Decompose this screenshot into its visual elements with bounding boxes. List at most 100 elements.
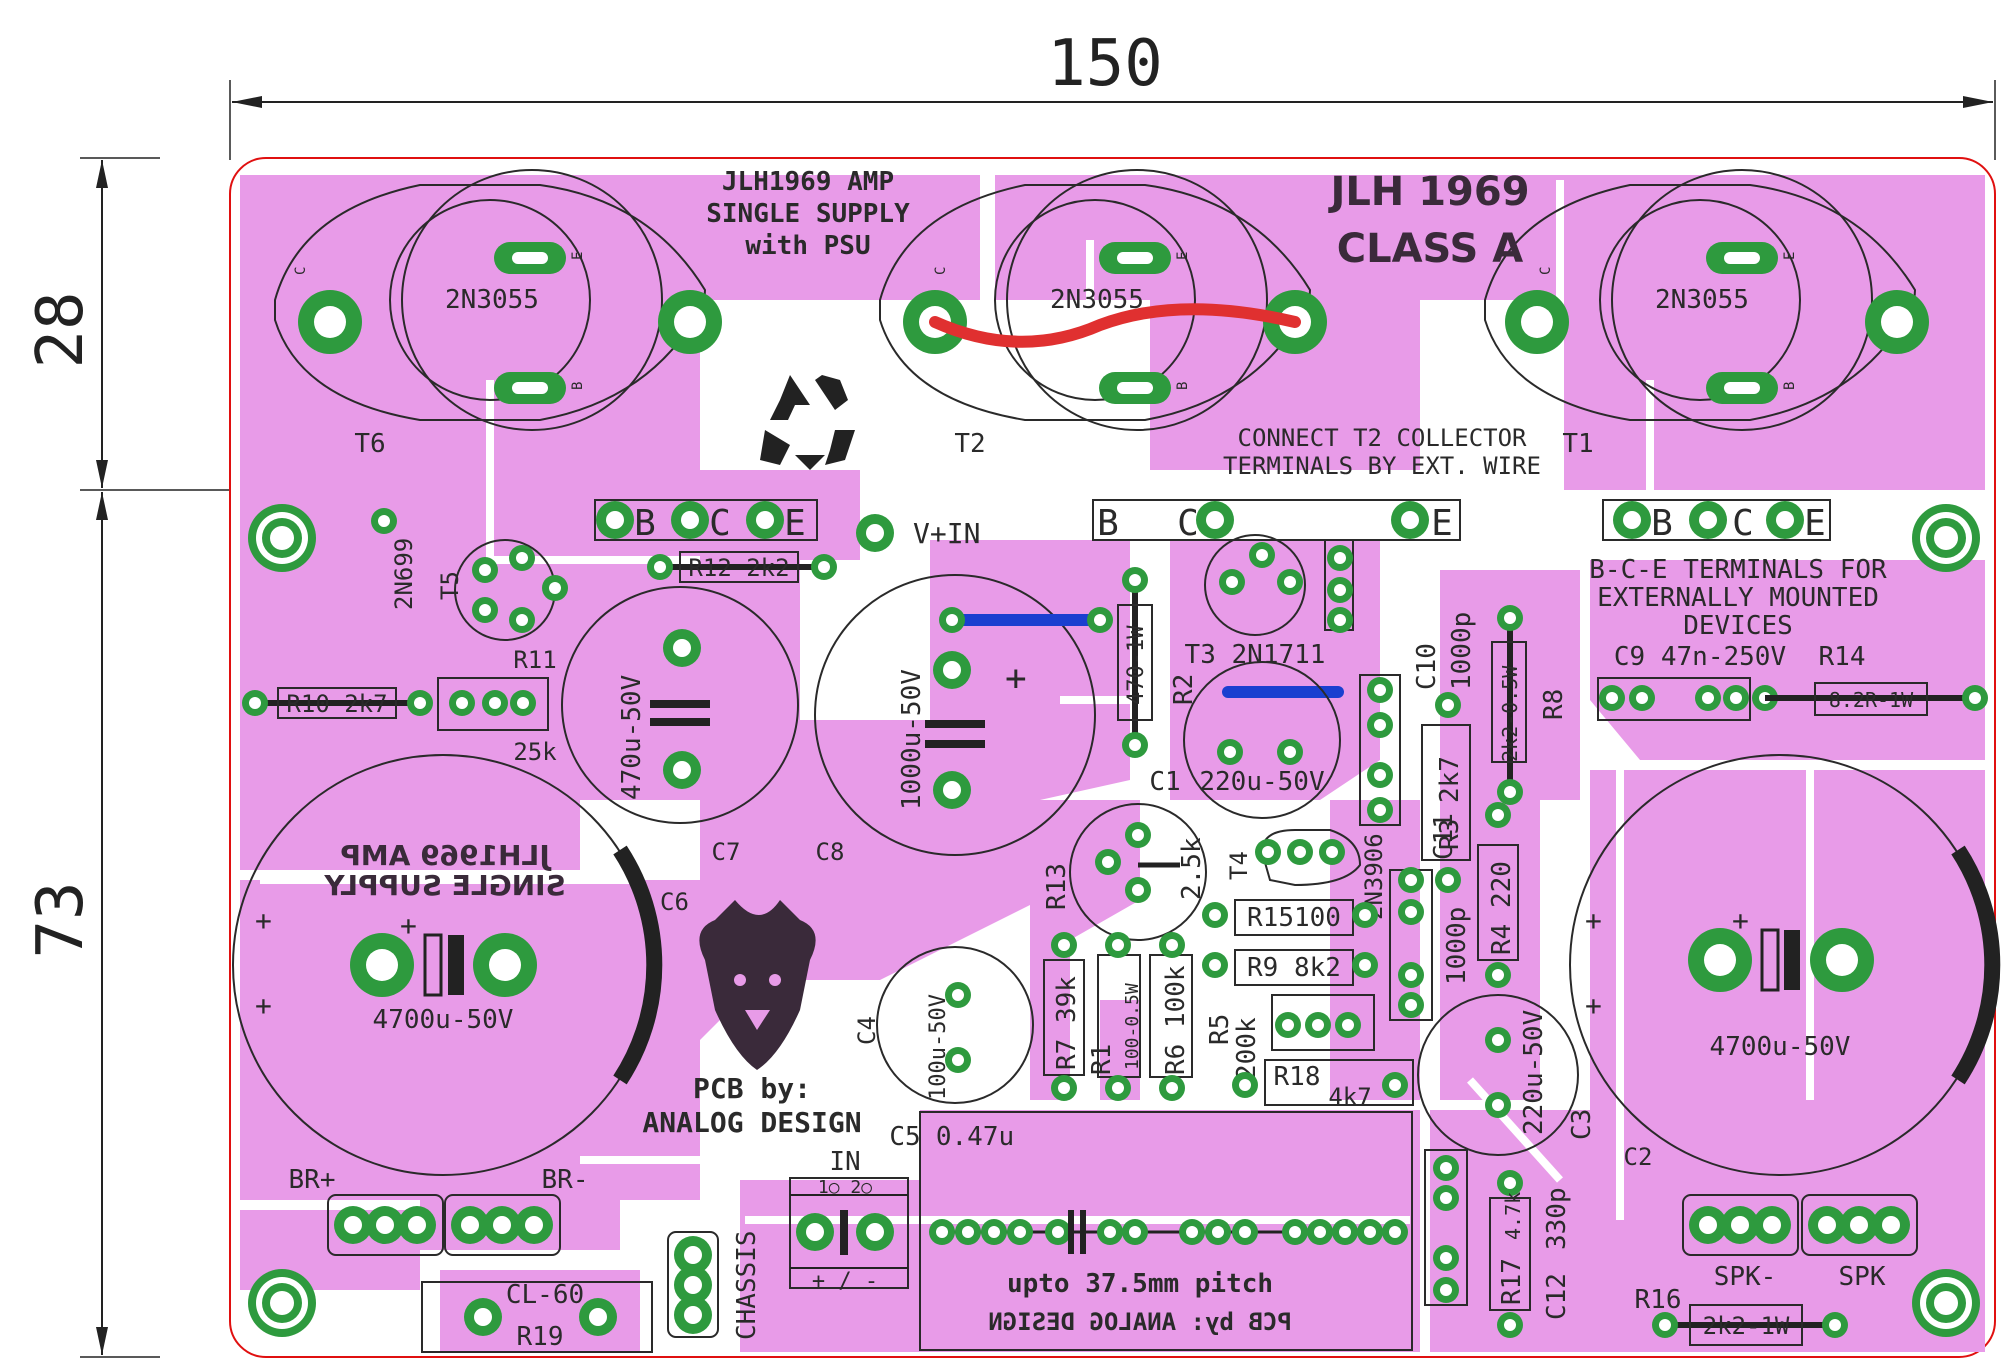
svg-text:R4 220: R4 220 [1487, 861, 1517, 955]
svg-text:R10 2k7: R10 2k7 [286, 690, 387, 718]
resistor-r15: R15100 [1202, 899, 1378, 936]
transistor-t2: 2N3055 T2 C E B [879, 169, 1327, 459]
svg-text:2.5k: 2.5k [1177, 837, 1207, 900]
resistor-r2: 470-1W R2 [1117, 567, 1199, 758]
svg-text:R19: R19 [517, 1322, 564, 1352]
capacitor-c6: + + + JLH1969 AMP SINGLE SUPPLY 4700u-50… [232, 754, 689, 1176]
svg-text:470u-50V: 470u-50V [617, 675, 647, 800]
svg-text:BR-: BR- [542, 1165, 589, 1195]
svg-text:R12 2k2: R12 2k2 [688, 554, 789, 582]
svg-text:8.2R-1W: 8.2R-1W [1829, 688, 1914, 712]
t2-part: 2N3055 [1050, 285, 1144, 315]
transistor-t5: 2N699 T5 [390, 538, 568, 641]
bce-terminal-middle[interactable]: B C E [1092, 499, 1461, 544]
test-pad [371, 508, 397, 534]
svg-text:+: + [1585, 904, 1602, 937]
dimension-width-label: 150 [1047, 27, 1163, 101]
mount-hole-1 [248, 504, 316, 572]
resistor-r1: R1 100-0.5W [1087, 932, 1143, 1101]
chassis-connector[interactable]: CHASSIS [667, 1230, 762, 1340]
mount-hole-4 [1912, 1269, 1980, 1337]
svg-text:R15100: R15100 [1247, 903, 1341, 933]
bce-terminal-right[interactable]: B C E [1602, 499, 1831, 544]
capacitor-c8: + 1000u-50V C8 [814, 574, 1113, 866]
svg-text:+: + [255, 989, 272, 1022]
note-t2-line1: CONNECT T2 COLLECTOR [1238, 424, 1528, 452]
svg-text:R7 39k: R7 39k [1052, 976, 1082, 1070]
input-connector[interactable]: IN 1○ 2○ + / - [789, 1147, 909, 1294]
svg-text:C: C [1732, 503, 1754, 544]
svg-text:+: + [400, 909, 417, 942]
vin-terminal[interactable]: V+IN [856, 514, 980, 552]
svg-text:C5: C5 [889, 1122, 920, 1152]
resistor-r10: R10 2k7 [242, 687, 433, 719]
svg-text:4700u-50V: 4700u-50V [373, 1005, 514, 1035]
transistor-t4: T4 2N3906 [1225, 829, 1388, 920]
svg-text:R16: R16 [1635, 1285, 1682, 1315]
svg-text:R9 8k2: R9 8k2 [1247, 953, 1341, 983]
resistor-r16: R16 2k2-1W [1635, 1285, 1848, 1346]
svg-text:B: B [634, 503, 656, 544]
trimmer-r5: R5 200k [1205, 994, 1375, 1080]
svg-text:C: C [1538, 267, 1554, 275]
recycle-icon [760, 375, 855, 470]
dimension-bottom-height-label: 73 [24, 881, 98, 958]
svg-text:+: + [1585, 989, 1602, 1022]
svg-text:upto 37.5mm pitch: upto 37.5mm pitch [1007, 1269, 1273, 1299]
note-t2-line2: TERMINALS BY EXT. WIRE [1223, 452, 1541, 480]
svg-text:SPK-: SPK- [1714, 1262, 1777, 1292]
note-bce-line3: DEVICES [1683, 611, 1793, 641]
resistor-r9: R9 8k2 [1202, 949, 1378, 986]
svg-text:R2: R2 [1169, 674, 1199, 705]
capacitor-c5: C5 0.47u upto 37.5mm pitch PCB by: ANALO… [889, 1111, 1413, 1351]
svg-text:C11: C11 [1429, 813, 1459, 860]
t1-part: 2N3055 [1655, 285, 1749, 315]
capacitor-c4: C4 100u-50V [853, 946, 1034, 1104]
svg-text:C8: C8 [816, 838, 845, 866]
svg-text:R8: R8 [1539, 689, 1569, 720]
transistor-t3: T3 2N1711 [1185, 534, 1354, 698]
svg-text:B: B [1097, 503, 1119, 544]
speaker-minus-connector[interactable]: SPK- [1682, 1194, 1799, 1292]
svg-text:C2: C2 [1624, 1143, 1653, 1171]
capacitor-c1: 220u-50V C1 [1149, 661, 1341, 819]
svg-text:C3: C3 [1567, 1109, 1597, 1140]
svg-text:1○ 2○: 1○ 2○ [818, 1177, 872, 1198]
capacitor-c12: C12 330p [1424, 1149, 1572, 1320]
svg-text:E: E [1431, 503, 1453, 544]
svg-text:B: B [1175, 382, 1191, 390]
svg-text:1000p: 1000p [1442, 907, 1472, 985]
svg-text:25k: 25k [513, 738, 557, 766]
bridge-plus-connector[interactable]: BR+ [289, 1165, 444, 1256]
svg-text:T5: T5 [436, 571, 464, 600]
svg-text:+: + [1732, 904, 1749, 937]
svg-text:1000u-50V: 1000u-50V [897, 669, 927, 810]
svg-text:+ / -: + / - [812, 1269, 878, 1294]
speaker-plus-connector[interactable]: SPK [1801, 1194, 1918, 1292]
svg-text:E: E [570, 252, 586, 260]
svg-text:1000p: 1000p [1447, 612, 1477, 690]
svg-text:R3 2k7: R3 2k7 [1435, 756, 1465, 850]
capacitor-c3: 220u-50V C3 [1417, 994, 1597, 1156]
bce-terminal-left[interactable]: B C E [594, 499, 818, 544]
mirror-label-line1: JLH1969 AMP [340, 839, 551, 872]
svg-text:C: C [1177, 503, 1199, 544]
t1-ref: T1 [1562, 429, 1593, 459]
svg-text:E: E [1175, 252, 1191, 260]
thermistor-r19: CL-60 R19 [421, 1280, 653, 1353]
resistor-r18: R18 4k7 [1232, 1059, 1414, 1111]
svg-text:C10: C10 [1412, 643, 1442, 690]
subtitle-line3: with PSU [745, 231, 870, 261]
capacitor-c10: C10 1000p [1359, 612, 1477, 826]
svg-text:B: B [1782, 382, 1798, 390]
bridge-minus-connector[interactable]: BR- [444, 1165, 589, 1256]
svg-text:CL-60: CL-60 [506, 1280, 584, 1310]
transistor-t1: 2N3055 T1 C E B [1484, 169, 1929, 459]
t6-part: 2N3055 [445, 285, 539, 315]
svg-text:R5: R5 [1205, 1014, 1235, 1045]
t2-ref: T2 [954, 429, 985, 459]
svg-text:330p: 330p [1542, 1187, 1572, 1250]
svg-text:200k: 200k [1232, 1017, 1262, 1080]
capacitor-c2: + + + 4700u-50V C2 [1569, 754, 2001, 1176]
capacitor-c7: 470u-50V C7 [561, 586, 799, 866]
